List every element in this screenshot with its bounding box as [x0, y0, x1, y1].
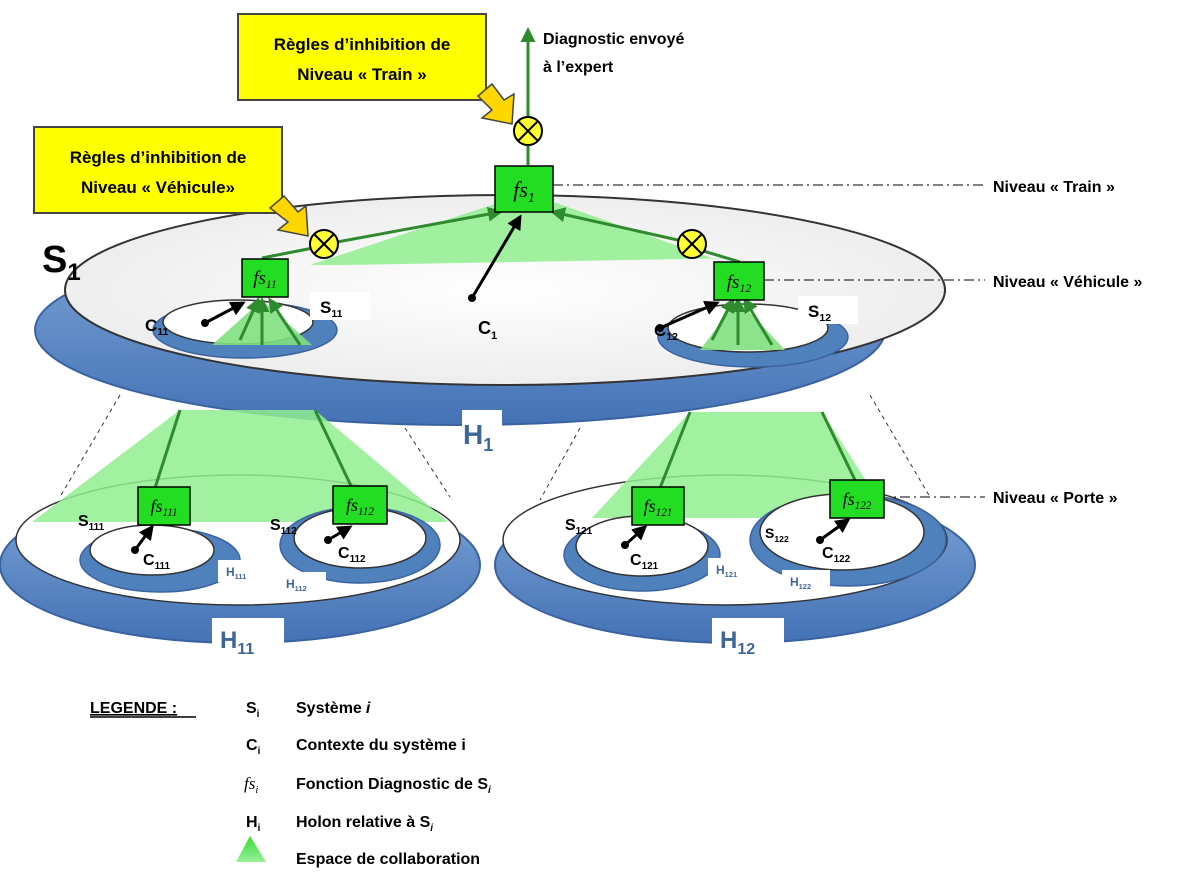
rules-arrow-train	[476, 82, 515, 125]
label-s111: S111	[78, 513, 105, 533]
fs121-box: fs121	[631, 486, 685, 526]
legend-symbol-s: Si	[246, 700, 260, 720]
rules-arrow-vehicle	[268, 194, 309, 237]
label-c112: C112	[338, 545, 366, 565]
label-h1-box: H1	[462, 410, 502, 455]
legend-collab-triangle	[236, 836, 266, 862]
rules-box-vehicle: Règles d’inhibition de Niveau « Véhicule…	[33, 126, 283, 214]
svg-text:H1: H1	[463, 419, 493, 455]
label-c12: C12	[654, 321, 678, 343]
label-s12-box: S12	[798, 296, 858, 324]
svg-text:fs121: fs121	[644, 496, 673, 519]
label-c11: C11	[145, 316, 169, 338]
level-vehicle: Niveau « Véhicule »	[993, 274, 1143, 291]
label-c111: C111	[143, 552, 170, 572]
label-h112-box: H112	[278, 572, 326, 594]
svg-text:Niveau « Train »: Niveau « Train »	[297, 65, 426, 84]
svg-text:H11: H11	[220, 627, 254, 658]
svg-text:H111: H111	[226, 565, 246, 581]
legend-text-h: Holon relative à Si	[296, 814, 433, 834]
fs12-box: fs12	[713, 261, 765, 301]
svg-text:fs11: fs11	[253, 268, 277, 291]
label-s112: S112	[270, 517, 297, 537]
svg-text:S11: S11	[320, 298, 343, 320]
inhibition-operator-vehicle-left	[309, 229, 339, 259]
rules-box-train: Règles d’inhibition de Niveau « Train »	[237, 13, 487, 101]
svg-text:H112: H112	[286, 577, 307, 593]
label-s11-box: S11	[310, 292, 370, 320]
legend-symbol-fs: fsi	[244, 774, 258, 796]
label-s1: S1	[42, 239, 81, 286]
svg-text:H121: H121	[716, 563, 737, 579]
label-c122: C122	[822, 545, 851, 565]
inhibition-operator-train	[513, 116, 543, 146]
label-s122: S122	[765, 525, 789, 544]
svg-text:Règles d’inhibition de: Règles d’inhibition de	[274, 35, 451, 54]
label-c1: C1	[478, 318, 497, 342]
svg-text:fs111: fs111	[150, 496, 177, 519]
label-h12-box: H12	[712, 618, 784, 660]
label-h121-box: H121	[708, 558, 756, 580]
level-door: Niveau « Porte »	[993, 490, 1118, 507]
svg-text:fs12: fs12	[727, 272, 752, 295]
system-s111	[79, 524, 241, 593]
svg-text:S12: S12	[808, 302, 831, 324]
svg-text:Niveau « Véhicule»: Niveau « Véhicule»	[81, 178, 235, 197]
label-h122-box: H122	[782, 570, 830, 592]
level-train: Niveau « Train »	[993, 179, 1115, 196]
legend-symbol-h: Hi	[246, 814, 261, 834]
label-s121: S121	[565, 517, 593, 537]
system-s121	[563, 515, 721, 592]
diagnostic-line2: à l’expert	[543, 59, 614, 76]
svg-text:H12: H12	[720, 627, 755, 658]
fs111-box: fs111	[137, 486, 191, 526]
fs1-box: fs1	[494, 165, 554, 213]
svg-text:fs122: fs122	[843, 489, 872, 512]
label-h111-box: H111	[218, 560, 266, 582]
svg-text:H122: H122	[790, 575, 811, 591]
svg-text:fs1: fs1	[513, 177, 535, 205]
collaboration-space-s12	[700, 300, 785, 350]
diagnostic-line1: Diagnostic envoyé	[543, 31, 684, 48]
inhibition-operator-vehicle-right	[677, 229, 707, 259]
fs112-box: fs112	[332, 485, 388, 525]
legend-title: LEGENDE :	[90, 700, 177, 717]
fs122-box: fs122	[829, 479, 885, 519]
legend-text-fs: Fonction Diagnostic de Si	[296, 776, 491, 796]
legend-text-collab: Espace de collaboration	[296, 851, 480, 868]
collaboration-space-train	[310, 193, 740, 265]
legend-symbol-c: Ci	[246, 737, 261, 757]
svg-text:fs112: fs112	[346, 495, 374, 518]
svg-text:Règles d’inhibition de: Règles d’inhibition de	[70, 148, 247, 167]
label-h11-box: H11	[212, 618, 284, 660]
label-c121: C121	[630, 552, 659, 572]
fs11-box: fs11	[241, 258, 289, 298]
legend-text-c: Contexte du système i	[296, 737, 466, 754]
